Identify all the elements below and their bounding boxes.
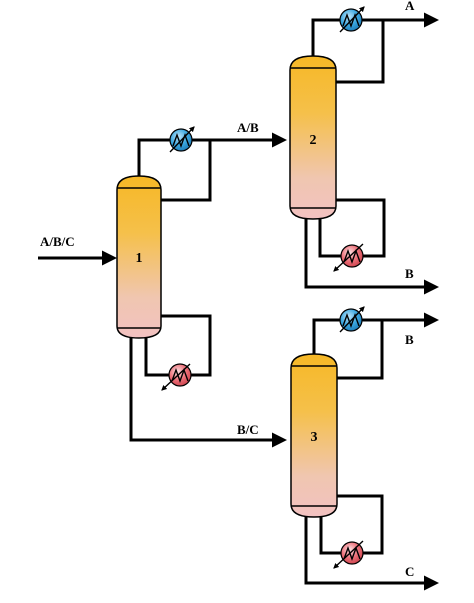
reboiler-2-icon (333, 243, 364, 272)
column-2: 2 (289, 55, 337, 220)
reboiler-1-icon (161, 363, 192, 391)
column-2-overhead: A (311, 0, 439, 84)
reboiler-3-icon (333, 540, 364, 569)
feed-stream: A/B/C (38, 234, 117, 266)
col2-bottom-label: B (405, 266, 414, 281)
column-3-overhead: B (312, 312, 439, 380)
col3-top-label: B (405, 332, 414, 347)
col3-bottom-label: C (405, 564, 414, 579)
col2-top-label: A (405, 0, 415, 13)
col1-bottom-label: B/C (237, 422, 259, 437)
condenser-1-icon (169, 126, 195, 153)
column-1: 1 (116, 175, 162, 339)
column-3-label: 3 (311, 430, 318, 445)
column-2-label: 2 (310, 133, 317, 148)
column-1-overhead: A/B (137, 120, 287, 202)
column-2-bottoms: B (304, 198, 439, 295)
column-3: 3 (290, 353, 338, 518)
column-1-label: 1 (136, 251, 143, 266)
feed-label: A/B/C (40, 234, 75, 249)
condenser-3-icon (339, 306, 365, 333)
col1-top-label: A/B (237, 120, 259, 135)
condenser-2-icon (339, 6, 365, 33)
column-3-bottoms: C (304, 494, 439, 591)
column-1-bottoms: B/C (129, 314, 287, 448)
